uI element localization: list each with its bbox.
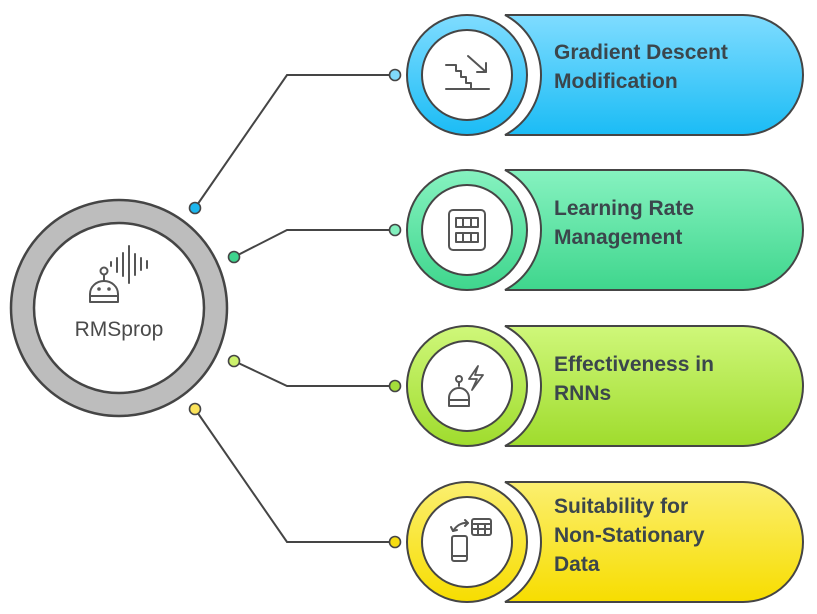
item-label-effectiveness: Effectiveness in RNNs [554, 350, 794, 408]
center-title: RMSprop [74, 318, 164, 341]
grid-panel-icon [448, 209, 486, 251]
item-node[interactable] [406, 169, 804, 291]
connector-line [233, 229, 395, 258]
item-inner-circle [421, 184, 513, 276]
item-pill [504, 14, 804, 136]
robot-with-soundwave-icon [89, 245, 148, 303]
item-inner-circle [421, 29, 513, 121]
connector-dot-near [188, 402, 202, 416]
connector-line [233, 360, 395, 387]
item-label-line: Effectiveness in [554, 353, 714, 376]
robot-lightning-icon [448, 365, 484, 407]
connector-dot-far [388, 379, 402, 393]
item-label-gradient-descent: Gradient Descent Modification [554, 38, 794, 96]
item-label-line: Non-Stationary [554, 524, 705, 547]
item-pill [504, 325, 804, 447]
item-pill [504, 169, 804, 291]
center-inner-circle [32, 221, 206, 395]
item-label-learning-rate: Learning Rate Management [554, 194, 794, 252]
item-label-line: Learning Rate [554, 197, 695, 220]
item-node[interactable] [406, 14, 804, 136]
stairs-descending-arrow-icon [445, 55, 490, 90]
item-inner-circle [421, 340, 513, 432]
connector-line [194, 74, 395, 209]
item-label-line: Gradient Descent [554, 41, 728, 64]
item-label-line: Suitability for [554, 495, 689, 518]
device-sync-table-icon [450, 518, 492, 562]
item-label-line: Modification [554, 70, 678, 93]
connectors [188, 68, 402, 549]
connector-dot-far [388, 223, 402, 237]
item-pill [504, 481, 804, 603]
connector-dot-far [388, 535, 402, 549]
item-label-line: Data [554, 553, 600, 576]
item-label-line: RNNs [554, 382, 612, 405]
item-label-line: Management [554, 226, 683, 249]
center-node[interactable] [9, 198, 229, 418]
connector-line [194, 408, 395, 543]
item-node[interactable] [406, 325, 804, 447]
connector-dot-far [388, 68, 402, 82]
item-label-suitability: Suitability for Non-Stationary Data [554, 492, 794, 579]
connector-dot-near [227, 354, 241, 368]
connector-dot-near [188, 201, 202, 215]
connector-dot-near [227, 250, 241, 264]
item-node[interactable] [406, 481, 804, 603]
